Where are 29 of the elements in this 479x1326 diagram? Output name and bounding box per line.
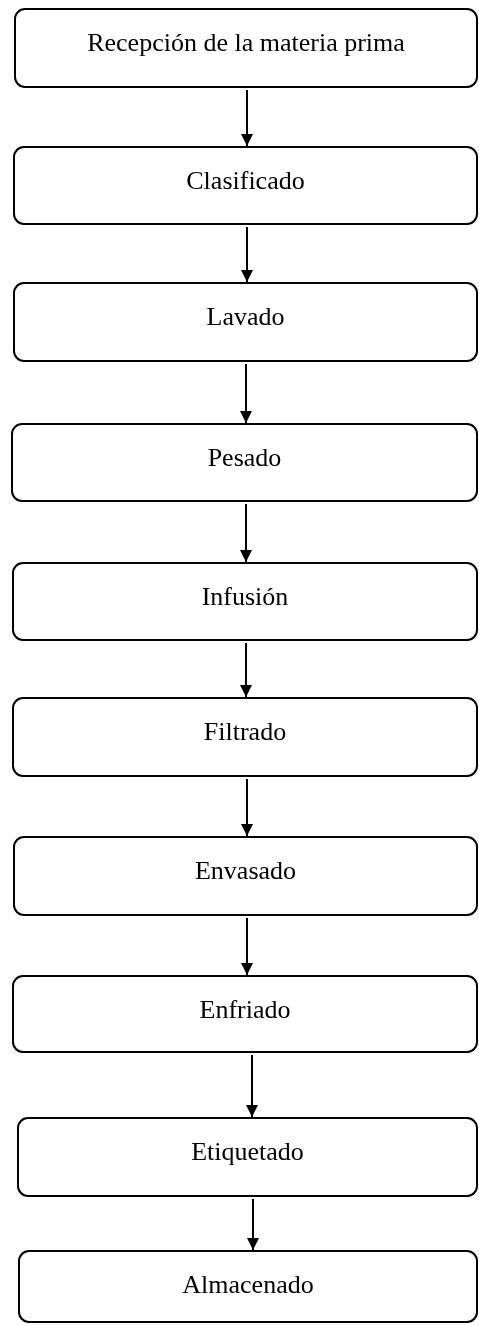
arrow [247,1198,259,1251]
step-label: Lavado [206,301,285,333]
process-box [11,423,478,502]
arrow [241,778,253,837]
step-label: Pesado [207,442,282,474]
process-box [18,1250,478,1323]
process-box [13,146,478,225]
step-label: Recepción de la materia prima [87,27,405,59]
step-label: Clasificado [186,165,305,197]
process-box [17,1117,478,1197]
step-label: Envasado [194,855,297,887]
arrow [241,89,253,147]
step-label: Etiquetado [191,1136,304,1168]
step-label: Almacenado [182,1269,314,1301]
arrow [241,917,253,976]
process-box [13,836,478,916]
step-label: Infusión [201,581,289,613]
arrow [240,363,252,424]
process-box [14,8,478,88]
step-label: Enfriado [199,994,291,1026]
process-box [13,282,478,362]
arrow [246,1054,258,1118]
arrow [241,226,253,283]
step-label: Filtrado [203,716,287,748]
process-box [12,562,478,641]
arrow [240,642,252,698]
process-box [12,975,478,1053]
arrow [240,503,252,563]
process-box [12,697,478,777]
